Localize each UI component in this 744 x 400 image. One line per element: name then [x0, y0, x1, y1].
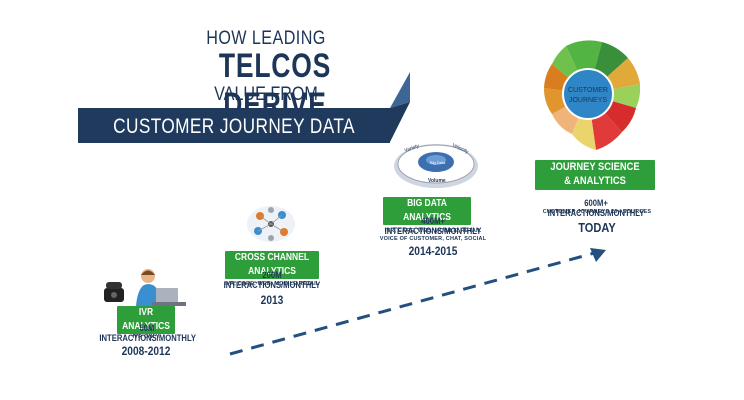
- call-center-agent-icon: [104, 269, 186, 306]
- big-data-label: BIG DATA ANALYTICS: [383, 197, 471, 225]
- big-data-year: 2014-2015: [408, 244, 458, 258]
- journey-science-sub: CUSTOMER JOURNEYS 20+ SOURCES: [542, 209, 652, 215]
- volume-label: Volume: [428, 178, 446, 184]
- customer-journeys-center-line1: CUSTOMER: [568, 87, 608, 94]
- timeline-arrow: [229, 248, 606, 356]
- journey-science-year: TODAY: [578, 220, 616, 235]
- big-data-ring-icon: Variety Velocity Volume Big Data: [394, 142, 478, 188]
- customer-journeys-center-line2: JOURNEYS: [569, 97, 607, 104]
- journey-science-label: JOURNEY SCIENCE & ANALYTICS: [535, 160, 655, 190]
- ivr-year: 2008-2012: [121, 344, 171, 358]
- big-data-sub: IVR, CARE, WEB, MOBILE, RETAIL: [384, 228, 482, 234]
- customer-journeys-sunburst-icon: CUSTOMER JOURNEYS: [543, 40, 640, 150]
- big-data-stat: 400M+ INTERACTIONS/MONTHLY: [384, 216, 482, 236]
- ivr-sub: IVR ONLY: [132, 334, 160, 340]
- cross-channel-stat: 200M INTERACTIONS/MONTHLY: [223, 270, 321, 290]
- cross-channel-sub: IVR, CARE, WEB, MOBILE,RETAIL: [224, 281, 320, 287]
- channel-network-icon: [247, 206, 295, 242]
- journey-science-line1: JOURNEY SCIENCE: [550, 161, 640, 173]
- variety-label: Variety: [404, 143, 421, 154]
- title-banner: [78, 108, 390, 143]
- ivr-analytics-label: IVR ANALYTICS: [117, 306, 175, 334]
- journey-science-line2: & ANALYTICS: [564, 175, 626, 187]
- banner-text: CUSTOMER JOURNEY DATA: [113, 115, 355, 138]
- cross-channel-label: CROSS CHANNEL ANALYTICS: [225, 251, 319, 279]
- big-data-center-label: Big Data: [430, 160, 446, 165]
- ivr-stat: 50M INTERACTIONS/MONTHLY: [99, 323, 197, 343]
- journey-science-stat: 600M+ INTERACTIONS/MONTHLY: [547, 198, 645, 218]
- title-line-3: VALUE FROM: [214, 84, 318, 105]
- title-line-1: HOW LEADING: [206, 28, 326, 49]
- cross-channel-year: 2013: [260, 293, 284, 307]
- big-data-sub2: VOICE OF CUSTOMER, CHAT, SOCIAL: [379, 236, 487, 242]
